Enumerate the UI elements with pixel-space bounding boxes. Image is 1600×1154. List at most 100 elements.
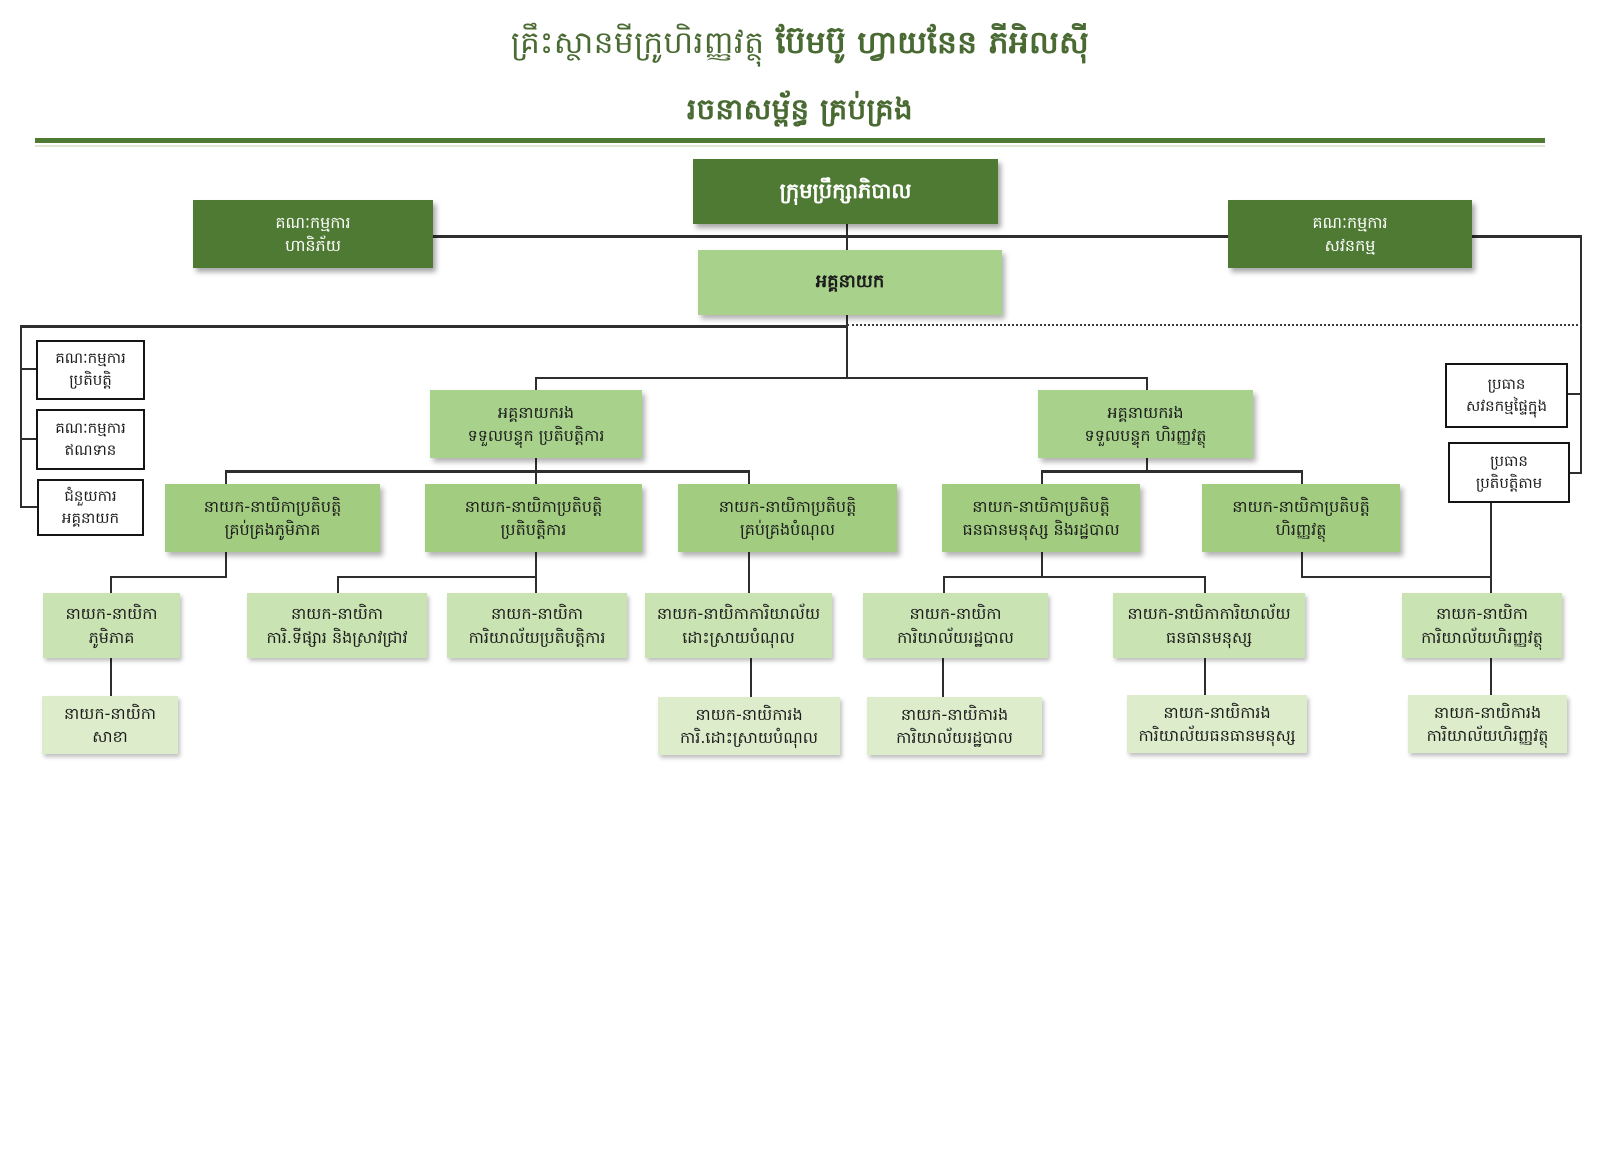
node-label-line1: នាយក-នាយិការង (1163, 702, 1271, 722)
connector-deputy-branch (535, 377, 1147, 379)
node-label-line2: ដោះស្រាយបំណុល (682, 627, 795, 647)
node-label-line2: គ្រប់គ្រងភូមិភាគ (224, 520, 321, 539)
node-deputy-manager-finance: នាយក-នាយិការង ការិយាល័យហិរញ្ញវត្ថុ (1408, 695, 1567, 753)
node-label-line2: ប្រតិបត្តិការ (500, 520, 567, 539)
node-manager-hr-office: នាយក-នាយិកាការិយាល័យ ធនធានមនុស្ស (1113, 593, 1305, 658)
node-label-line1: ប្រធាន (1487, 374, 1526, 393)
node-label-line1: នាយក-នាយិកាប្រតិបត្តិ (718, 496, 857, 516)
node-audit-committee: គណៈកម្មការ សវនកម្ម (1228, 200, 1472, 268)
node-label-line1: នាយក-នាយិកា (63, 703, 157, 723)
node-label-line1: នាយក-នាយិកា (909, 604, 1002, 624)
connector-dir1-down (225, 552, 227, 578)
node-board-of-directors: ក្រុមប្រឹក្សាភិបាល (693, 159, 998, 224)
node-label-line1: នាយក-នាយិការង (900, 704, 1009, 724)
node-label-line1: នាយក-នាយិកា (290, 604, 384, 624)
node-label-line1: គណៈកម្មការ (275, 212, 351, 232)
node-label-line1: គណៈកម្មការ (55, 418, 126, 437)
connector-deputy-ops-down (535, 458, 537, 472)
node-label-line2: ធនធានមនុស្ស និងរដ្ឋបាល (962, 520, 1120, 539)
connector-assistant-stub (20, 506, 37, 508)
connector-mgr1-elbow (110, 576, 227, 578)
connector-dir5-down (1301, 552, 1303, 578)
connector-mgr7-elbow (1301, 576, 1492, 578)
node-label-line1: គណៈកម្មការ (1312, 212, 1388, 232)
title-divider (35, 138, 1545, 143)
connector-dir2-drop (535, 470, 537, 485)
connector-directors-branch-right (1041, 470, 1303, 473)
node-label-line2: ទទួលបន្ទុក ហិរញ្ញវត្ថុ (1084, 426, 1207, 445)
node-label-line2: សវនកម្មផ្ទៃក្នុង (1466, 396, 1547, 415)
node-label-line2: ប្រតិបត្តិ (69, 371, 112, 389)
node-label-line1: ជំនួយការ (64, 486, 117, 505)
node-manager-finance-office: នាយក-នាយិកា ការិយាល័យហិរញ្ញវត្ថុ (1402, 593, 1562, 658)
node-label-line2: សាខា (92, 727, 128, 746)
node-manager-regional: នាយក-នាយិកា ភូមិភាគ (43, 593, 180, 658)
node-director-regional-management: នាយក-នាយិកាប្រតិបត្តិ គ្រប់គ្រងភូមិភាគ (165, 484, 380, 552)
connector-sub3 (942, 658, 944, 698)
node-label-line1: អគ្គនាយករង (1107, 402, 1184, 422)
node-risk-committee: គណៈកម្មការ ហានិភ័យ (193, 200, 433, 268)
connector-dir2-down (535, 552, 537, 594)
node-manager-debt-resolution-office: នាយក-នាយិកាការិយាល័យ ដោះស្រាយបំណុល (645, 593, 832, 658)
node-deputy-manager-admin: នាយក-នាយិការង ការិយាល័យរដ្ឋបាល (867, 697, 1042, 755)
connector-compliance-mgr7 (1490, 503, 1492, 594)
node-director-operations: នាយក-នាយិកាប្រតិបត្តិ ប្រតិបត្តិការ (425, 484, 642, 552)
node-executive-committee: គណៈកម្មការ ប្រតិបត្តិ (36, 340, 145, 400)
connector-dir1-drop (225, 470, 227, 485)
connector-dir4-drop (1041, 470, 1043, 485)
connector-left-trunk (20, 325, 22, 508)
node-label-line2: ការិយាល័យប្រតិបត្តិការ (468, 627, 606, 647)
connector-mgr6-drop (1204, 576, 1206, 594)
connector-mgr2-drop (337, 576, 339, 594)
node-deputy-manager-hr: នាយក-នាយិការង ការិយាល័យធនធានមនុស្ស (1127, 695, 1307, 753)
page-title-line2: រចនាសម្ព័ន្ធ គ្រប់គ្រង (686, 92, 914, 126)
connector-compliance-stub (1570, 472, 1582, 474)
node-label: ក្រុមប្រឹក្សាភិបាល (779, 179, 912, 204)
connector-dir4-down (1041, 552, 1043, 578)
node-label-line2: ធនធានមនុស្ស (1165, 627, 1252, 647)
node-manager-marketing-research: នាយក-នាយិកា ការិ.ទីផ្សារ និងស្រាវជ្រាវ (247, 593, 427, 658)
connector-deputy-fin-drop (1146, 377, 1148, 390)
connector-dir5-drop (1301, 470, 1303, 485)
node-deputy-manager-debt-resolution: នាយក-នាយិការង ការិ.ដោះស្រាយបំណុល (658, 697, 840, 755)
node-compliance-head: ប្រធាន ប្រតិបត្តិតាម (1448, 442, 1570, 503)
node-director-hr-admin: នាយក-នាយិកាប្រតិបត្តិ ធនធានមនុស្ស និងរដ្… (942, 484, 1140, 552)
node-label-line2: ការិ.ទីផ្សារ និងស្រាវជ្រាវ (266, 627, 408, 647)
connector-deputy-fin-down (1146, 458, 1148, 472)
connector-left-solid (20, 325, 847, 328)
node-ceo: អគ្គនាយក (698, 250, 1002, 315)
node-label-line2: ហិរញ្ញវត្ថុ (1275, 520, 1327, 539)
node-label-line1: នាយក-នាយិកា (490, 604, 584, 624)
node-branch-manager: នាយក-នាយិកា សាខា (42, 696, 178, 754)
node-label-line2: ប្រតិបត្តិតាម (1475, 473, 1543, 492)
node-label-line2: ការិយាល័យធនធានមនុស្ស (1138, 726, 1296, 745)
node-director-finance: នាយក-នាយិកាប្រតិបត្តិ ហិរញ្ញវត្ថុ (1202, 484, 1400, 552)
connector-mgr5-drop (943, 576, 945, 594)
node-manager-operations-office: នាយក-នាយិកា ការិយាល័យប្រតិបត្តិការ (447, 593, 627, 658)
connector-committees (433, 235, 1228, 238)
connector-exec-stub (20, 368, 36, 370)
page-title-line1: គ្រឹះស្ថានមីក្រូហិរញ្ញវត្ថុ ប៊ែមប៊ូ ហ្វា… (0, 24, 1600, 69)
node-label-line1: អគ្គនាយករង (497, 402, 575, 422)
connector-dir3-drop (748, 470, 750, 485)
connector-dir3-down (748, 552, 750, 594)
node-label-line1: ប្រធាន (1490, 451, 1528, 470)
connector-mgr56-branch (943, 576, 1206, 578)
connector-sub5 (1490, 658, 1492, 696)
node-label-line2: គ្រប់គ្រងបំណុល (739, 520, 836, 539)
node-label-line1: នាយក-នាយិកាប្រតិបត្តិ (203, 496, 342, 516)
node-label: អគ្គនាយក (815, 271, 885, 293)
connector-right-dotted (847, 324, 1582, 326)
connector-sub4 (1204, 658, 1206, 696)
connector-sub1 (110, 658, 112, 697)
node-label-line1: នាយក-នាយិកាការិយាល័យ (656, 604, 821, 624)
node-manager-admin-office: នាយក-នាយិកា ការិយាល័យរដ្ឋបាល (863, 593, 1048, 658)
connector-mgr1-drop (110, 576, 112, 594)
node-ceo-assistant: ជំនួយការ អគ្គនាយក (37, 479, 144, 536)
node-label-line2: ហានិភ័យ (285, 236, 341, 255)
node-label-line2: ការិយាល័យហិរញ្ញវត្ថុ (1426, 726, 1549, 745)
node-label-line2: ការិយាល័យហិរញ្ញវត្ថុ (1421, 627, 1543, 647)
node-label-line2: ភូមិភាគ (88, 627, 135, 647)
node-internal-audit-head: ប្រធាន សវនកម្មផ្ទៃក្នុង (1445, 363, 1568, 428)
